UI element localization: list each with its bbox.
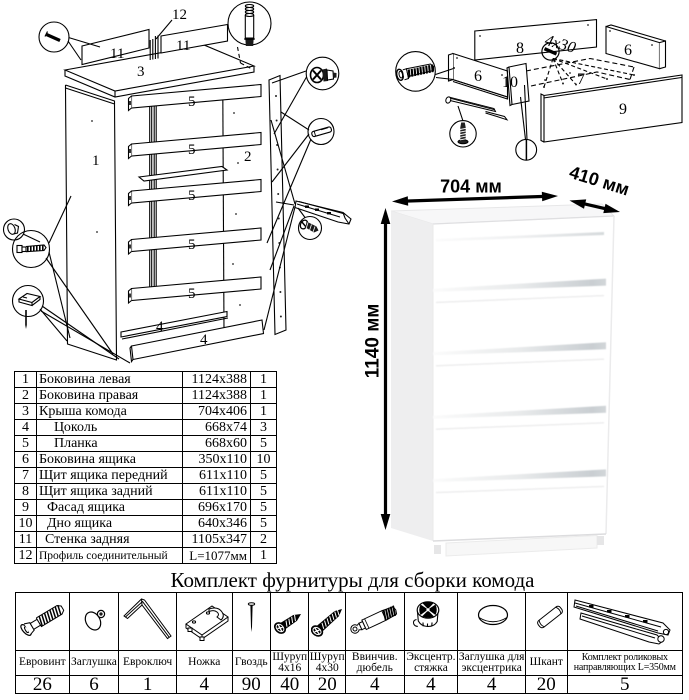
svg-text:4: 4 (200, 332, 208, 348)
svg-text:1140 мм: 1140 мм (363, 304, 384, 379)
svg-text:11: 11 (176, 38, 190, 54)
svg-text:2: 2 (244, 149, 252, 165)
svg-text:704 мм: 704 мм (440, 177, 502, 197)
svg-text:7: 7 (577, 71, 585, 88)
svg-text:1: 1 (92, 153, 100, 169)
svg-text:5: 5 (188, 237, 196, 253)
svg-text:4: 4 (156, 319, 164, 335)
svg-text:11: 11 (110, 46, 124, 62)
svg-text:5: 5 (188, 286, 196, 302)
svg-text:410 мм: 410 мм (567, 162, 632, 200)
svg-text:6: 6 (474, 68, 482, 85)
svg-text:8: 8 (516, 40, 524, 57)
svg-text:12: 12 (172, 7, 187, 23)
svg-text:5: 5 (188, 188, 196, 204)
svg-text:6: 6 (624, 42, 632, 59)
svg-text:5: 5 (188, 142, 196, 158)
svg-text:9: 9 (619, 101, 627, 118)
svg-text:5: 5 (188, 94, 196, 110)
svg-text:10: 10 (502, 74, 518, 91)
svg-text:3: 3 (137, 64, 145, 80)
